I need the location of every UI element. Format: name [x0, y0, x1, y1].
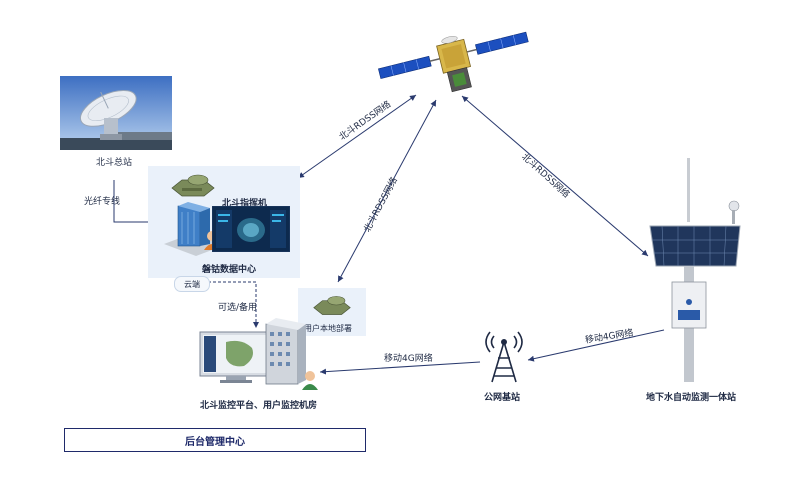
base-station-label: 公网基站	[484, 393, 521, 403]
data-center-label: 磐钴数据中心	[202, 265, 257, 275]
local-deploy-label: 用户本地部署	[304, 324, 352, 333]
optional-link	[208, 281, 259, 328]
rdss-link-mid	[337, 99, 437, 283]
cloud-tag: 云端	[174, 276, 210, 292]
commander-label: 北斗指挥机	[222, 199, 268, 209]
monitor-station-icon	[649, 158, 741, 382]
rdss-link-right	[461, 95, 649, 257]
fiber-link	[113, 180, 148, 223]
ground-station-photo	[60, 76, 172, 150]
4g-left-label: 移动4G网络	[384, 354, 433, 364]
dashboard-screen-icon	[212, 206, 290, 252]
fiber-link-label: 光纤专线	[84, 197, 121, 207]
cloud-label: 云端	[184, 279, 200, 289]
backend-center-box: 后台管理中心	[64, 428, 366, 452]
rdss-link-left	[297, 94, 417, 179]
monitor-platform-icon	[199, 318, 318, 390]
base-station-tower-icon	[485, 331, 523, 383]
4g-link-left	[319, 361, 481, 375]
backend-center-label: 后台管理中心	[185, 436, 245, 448]
monitor-station-label: 地下水自动监测一体站	[646, 393, 737, 403]
commander-device-icon	[171, 174, 215, 197]
platform-label: 北斗监控平台、用户监控机房	[200, 401, 318, 411]
local-commander-icon	[313, 296, 351, 315]
ground-station-label: 北斗总站	[96, 158, 133, 168]
4g-link-right	[527, 329, 665, 362]
satellite-icon	[378, 31, 529, 93]
optional-label: 可选/备用	[218, 303, 258, 313]
radar-dish-icon	[60, 76, 172, 150]
